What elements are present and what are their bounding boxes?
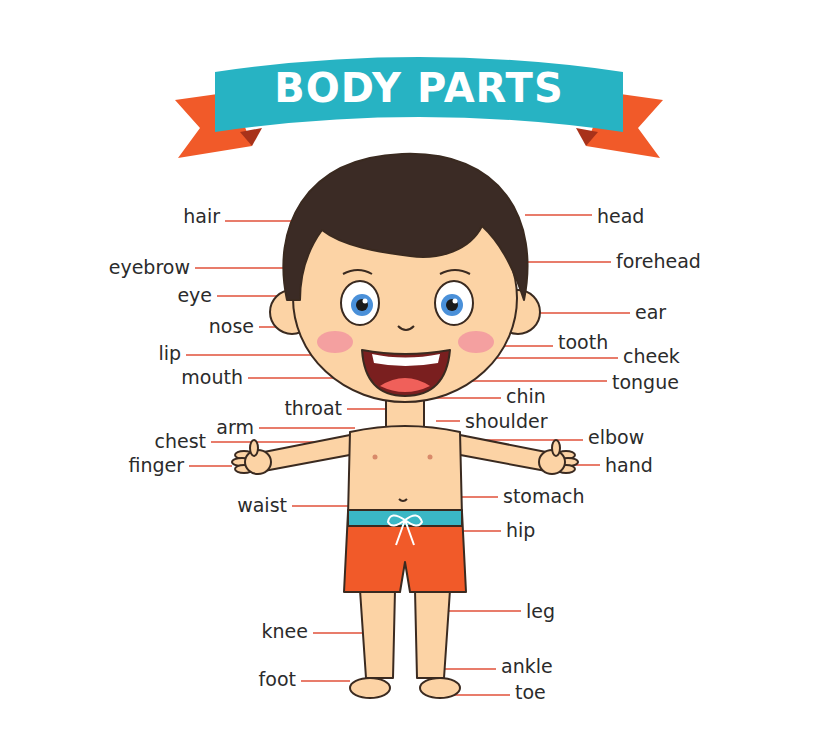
part-label: nose [209, 316, 254, 337]
leader-line [189, 465, 232, 467]
teeth [372, 354, 440, 366]
part-label: stomach [503, 486, 585, 507]
part-label: elbow [588, 427, 644, 448]
hand [245, 450, 271, 474]
eye-highlight [453, 299, 458, 304]
leader-line [525, 214, 592, 216]
eye [341, 281, 379, 325]
leader-line [482, 439, 583, 441]
part-label: arm [216, 417, 254, 438]
leader-line [436, 420, 460, 422]
waistband [348, 510, 462, 526]
leg [360, 590, 395, 678]
part-label: cheek [623, 346, 680, 367]
part-label: waist [237, 495, 287, 516]
leader-line [259, 427, 355, 429]
navel [399, 499, 407, 501]
leader-line [301, 680, 350, 682]
pupil [356, 299, 368, 311]
banner [175, 57, 663, 158]
foot [420, 678, 460, 698]
part-label: head [597, 206, 644, 227]
foot [350, 678, 390, 698]
eye-highlight [363, 299, 368, 304]
part-label: ankle [501, 656, 553, 677]
ribbon-band [215, 57, 623, 132]
thumb [250, 440, 258, 456]
boy [232, 154, 578, 698]
part-label: leg [526, 601, 555, 622]
thumb [552, 440, 560, 456]
cheek [317, 331, 353, 353]
leader-line [478, 357, 618, 359]
hand [539, 450, 565, 474]
part-label: foot [259, 669, 296, 690]
pupil [446, 299, 458, 311]
iris [441, 294, 463, 316]
mouth [362, 350, 450, 396]
torso [348, 426, 462, 516]
nipple [428, 455, 433, 460]
part-label: lip [158, 343, 181, 364]
part-label: throat [284, 398, 342, 419]
part-label: ear [635, 302, 666, 323]
eyebrow [343, 270, 372, 274]
nose [398, 326, 414, 330]
arm [264, 434, 355, 471]
arm [455, 434, 546, 471]
part-label: eye [177, 285, 212, 306]
drawstring [388, 515, 422, 545]
cheek [458, 331, 494, 353]
ribbon-fold [576, 128, 598, 146]
part-label: eyebrow [109, 257, 190, 278]
part-label: mouth [181, 367, 243, 388]
part-label: forehead [616, 251, 701, 272]
title: BODY PARTS [274, 68, 563, 108]
leg [415, 590, 450, 678]
part-label: shoulder [465, 411, 547, 432]
part-label: toe [515, 682, 546, 703]
part-label: tongue [612, 372, 679, 393]
hair [283, 154, 527, 300]
iris [351, 294, 373, 316]
part-label: finger [128, 455, 184, 476]
part-label: hand [605, 455, 653, 476]
part-label: chin [506, 386, 546, 407]
part-label: hip [506, 520, 535, 541]
part-label: tooth [558, 332, 608, 353]
part-label: hair [183, 206, 220, 227]
ribbon-fold [240, 128, 262, 146]
eye [435, 281, 473, 325]
part-label: chest [154, 431, 206, 452]
nipple [373, 455, 378, 460]
tongue [380, 378, 430, 392]
leader-line [292, 505, 352, 507]
part-label: knee [262, 621, 308, 642]
eyebrow [440, 270, 470, 274]
